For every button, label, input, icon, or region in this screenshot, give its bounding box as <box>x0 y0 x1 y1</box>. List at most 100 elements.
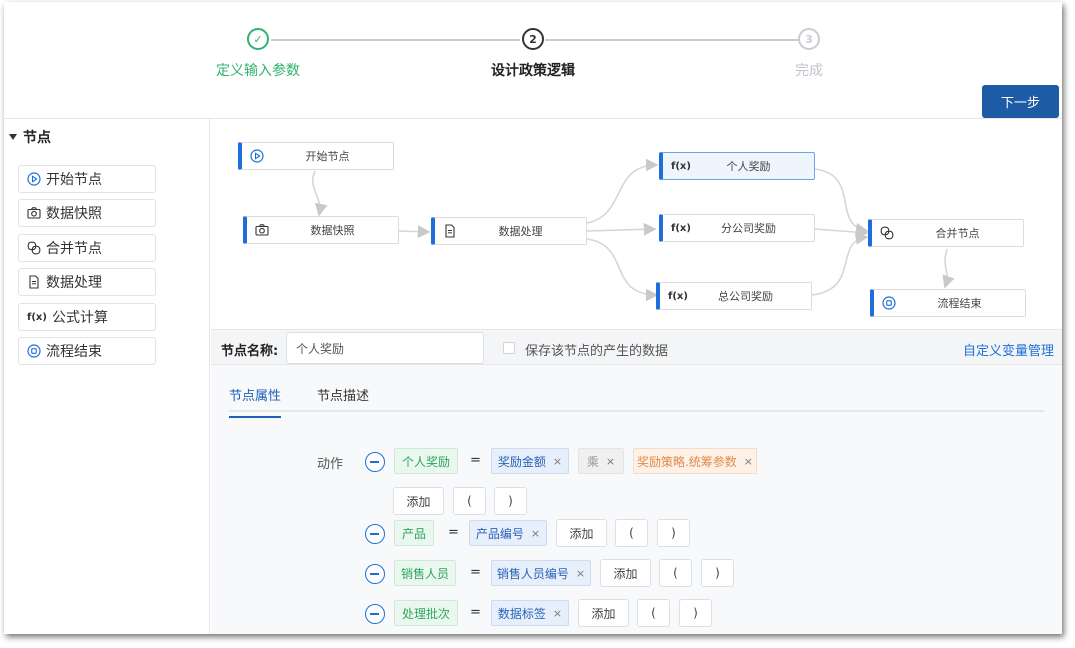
operator-tag[interactable]: 乘× <box>578 448 624 474</box>
palette-item-label: 数据快照 <box>46 206 102 222</box>
merge-icon <box>27 241 41 255</box>
flow-node-process[interactable]: 数据处理 <box>431 217 587 245</box>
flow-node-label: 流程结束 <box>937 297 982 310</box>
flow-node-personal-reward[interactable]: f(x) 个人奖励 <box>659 152 815 180</box>
left-paren-button[interactable]: ( <box>637 599 670 627</box>
palette-item-label: 数据处理 <box>46 275 102 291</box>
camera-icon <box>255 223 269 237</box>
action-target-tag[interactable]: 销售人员 <box>394 560 456 586</box>
remove-token-icon[interactable]: × <box>575 566 586 580</box>
add-token-button[interactable]: 添加 <box>556 519 607 547</box>
step-connector-2 <box>545 39 798 41</box>
function-icon: f(x) <box>671 160 691 172</box>
stop-circle-icon <box>882 296 896 310</box>
right-paren-button[interactable]: ) <box>679 599 712 627</box>
edge-snapshot-process <box>398 225 431 239</box>
function-icon: f(x) <box>671 222 691 234</box>
next-step-button[interactable]: 下一步 <box>982 85 1059 118</box>
flow-node-branch-reward[interactable]: f(x) 分公司奖励 <box>659 214 815 242</box>
action-target-tag[interactable]: 个人奖励 <box>394 448 458 474</box>
flow-node-snapshot[interactable]: 数据快照 <box>243 216 399 244</box>
flow-node-merge[interactable]: 合并节点 <box>868 219 1024 247</box>
flow-node-label: 总公司奖励 <box>718 290 773 303</box>
palette-item-label: 开始节点 <box>46 172 102 188</box>
token-tag[interactable]: 数据标签× <box>491 600 569 626</box>
camera-icon <box>27 206 41 220</box>
add-token-button[interactable]: 添加 <box>600 559 651 587</box>
tab-node-attributes[interactable]: 节点属性 <box>229 385 281 418</box>
palette-item-label: 公式计算 <box>51 310 108 326</box>
node-name-input[interactable] <box>286 332 484 364</box>
parameter-tag[interactable]: 奖励策略.统筹参数× <box>633 448 757 474</box>
token-tag[interactable]: 销售人员编号× <box>491 560 591 586</box>
edge-personal-merge <box>814 168 869 236</box>
flow-node-end[interactable]: 流程结束 <box>870 289 1026 317</box>
left-paren-button[interactable]: ( <box>453 487 486 515</box>
palette-item-process[interactable]: 数据处理 <box>18 268 156 296</box>
palette-item-label: 合并节点 <box>46 241 102 257</box>
remove-token-icon[interactable]: × <box>530 526 541 540</box>
node-properties-panel: 节点属性 节点描述 动作 个人奖励 = 奖励金额× 乘× 奖励策略.统筹参数× … <box>211 365 1062 634</box>
step-3-label: 完成 <box>795 63 823 79</box>
flow-canvas[interactable]: 开始节点 数据快照 数据处理 f(x) 个人奖励 f(x) 分公司奖励 f(x)… <box>211 119 1062 329</box>
token-tag[interactable]: 产品编号× <box>469 520 547 546</box>
palette-item-snapshot[interactable]: 数据快照 <box>18 199 156 227</box>
document-icon <box>27 275 41 289</box>
collapse-triangle-icon <box>9 134 17 140</box>
remove-action-minus-icon[interactable] <box>365 564 385 584</box>
remove-token-icon[interactable]: × <box>605 454 616 468</box>
remove-token-icon[interactable]: × <box>552 606 563 620</box>
add-token-button[interactable]: 添加 <box>393 487 444 515</box>
flow-node-label: 开始节点 <box>305 150 350 163</box>
equals-sign: = <box>470 565 481 580</box>
equals-sign: = <box>448 525 459 540</box>
flow-node-label: 个人奖励 <box>726 160 771 173</box>
edge-process-hq <box>586 238 659 302</box>
flow-node-hq-reward[interactable]: f(x) 总公司奖励 <box>656 282 812 310</box>
step-1-label: 定义输入参数 <box>216 63 300 79</box>
step-3-number: 3 <box>798 28 820 50</box>
remove-token-icon[interactable]: × <box>743 454 754 468</box>
right-paren-button[interactable]: ) <box>701 559 734 587</box>
edge-merge-end <box>942 248 955 289</box>
action-target-tag[interactable]: 处理批次 <box>394 600 458 626</box>
save-data-checkbox[interactable] <box>503 342 515 354</box>
equals-sign: = <box>470 605 481 620</box>
play-circle-icon <box>250 149 264 163</box>
node-name-label: 节点名称: <box>221 344 279 359</box>
tab-node-description[interactable]: 节点描述 <box>317 389 370 404</box>
remove-action-minus-icon[interactable] <box>365 452 385 472</box>
remove-action-minus-icon[interactable] <box>365 524 385 544</box>
edge-branch-merge <box>814 225 869 239</box>
palette-header[interactable]: 节点 <box>9 127 51 147</box>
flow-node-label: 分公司奖励 <box>721 222 776 235</box>
add-token-button[interactable]: 添加 <box>578 599 629 627</box>
edge-hq-merge <box>811 231 869 296</box>
right-paren-button[interactable]: ) <box>657 519 690 547</box>
remove-action-minus-icon[interactable] <box>365 604 385 624</box>
action-target-tag[interactable]: 产品 <box>394 520 434 546</box>
palette-item-start[interactable]: 开始节点 <box>18 165 156 193</box>
save-data-checkbox-label[interactable]: 保存该节点的产生的数据 <box>525 344 669 359</box>
remove-token-icon[interactable]: × <box>552 454 563 468</box>
left-paren-button[interactable]: ( <box>659 559 692 587</box>
stop-circle-icon <box>27 344 41 358</box>
merge-icon <box>880 226 894 240</box>
edge-start-snapshot <box>312 170 328 217</box>
edge-process-personal <box>586 158 659 224</box>
property-tabs: 节点属性 节点描述 <box>229 375 1044 418</box>
document-icon <box>443 224 457 238</box>
flow-node-start[interactable]: 开始节点 <box>238 142 394 170</box>
palette-item-end[interactable]: 流程结束 <box>18 337 156 365</box>
token-tag[interactable]: 奖励金额× <box>491 448 569 474</box>
palette-item-formula[interactable]: f(x) 公式计算 <box>18 303 156 331</box>
palette-item-merge[interactable]: 合并节点 <box>18 234 156 262</box>
tab-active-indicator <box>229 416 281 418</box>
function-icon: f(x) <box>668 290 688 302</box>
app-window: ✓ 定义输入参数 2 设计政策逻辑 3 完成 下一步 节点 开始节点 数据快照 <box>4 2 1062 634</box>
custom-variable-link[interactable]: 自定义变量管理 <box>962 344 1054 359</box>
right-paren-button[interactable]: ) <box>494 487 527 515</box>
step-2-label: 设计政策逻辑 <box>491 63 575 79</box>
left-paren-button[interactable]: ( <box>615 519 648 547</box>
node-name-bar: 节点名称: 保存该节点的产生的数据 自定义变量管理 <box>211 329 1062 365</box>
